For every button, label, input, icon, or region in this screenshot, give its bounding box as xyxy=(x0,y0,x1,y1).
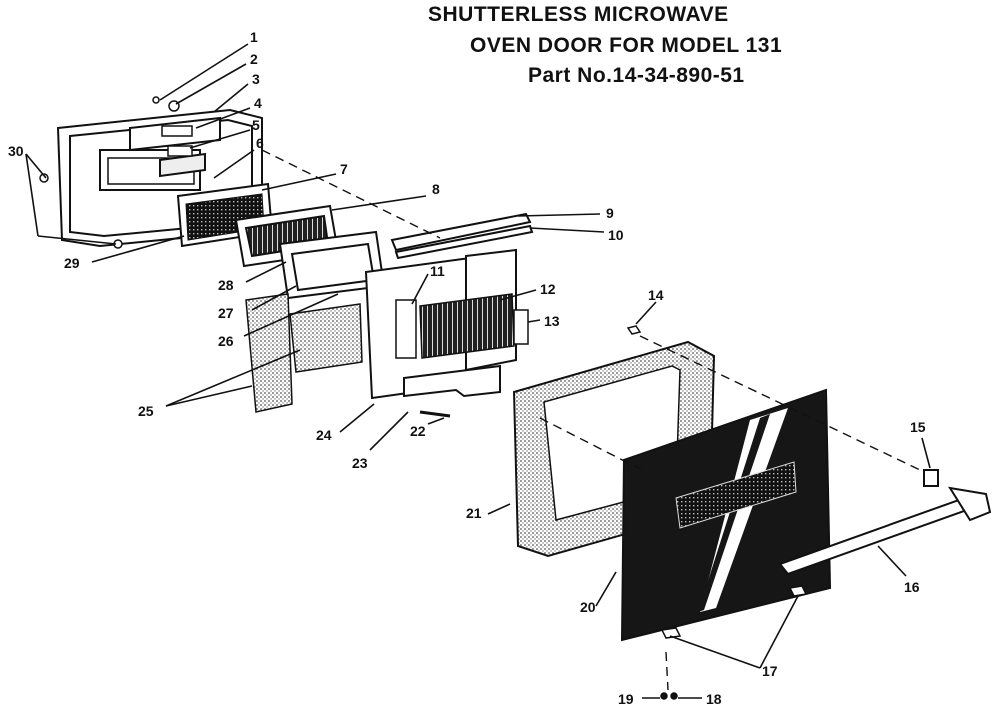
callout-29: 29 xyxy=(64,255,80,271)
callout-10: 10 xyxy=(608,227,624,243)
callout-30: 30 xyxy=(8,143,24,159)
callout-18: 18 xyxy=(706,691,722,707)
callout-3: 3 xyxy=(252,71,260,87)
leader-lines xyxy=(25,43,931,699)
callout-26: 26 xyxy=(218,333,234,349)
callout-25: 25 xyxy=(138,403,154,419)
callout-16: 16 xyxy=(904,579,920,595)
callout-19: 19 xyxy=(618,691,634,707)
callout-12: 12 xyxy=(540,281,556,297)
callout-15: 15 xyxy=(910,419,926,435)
callout-labels: 1 2 3 4 5 6 7 8 9 10 11 12 13 14 15 16 1… xyxy=(8,29,926,707)
small-hardware xyxy=(39,173,808,700)
callout-6: 6 xyxy=(256,135,264,151)
callout-8: 8 xyxy=(432,181,440,197)
gasket-frame xyxy=(278,230,386,300)
callout-28: 28 xyxy=(218,277,234,293)
callout-24: 24 xyxy=(316,427,332,443)
callout-21: 21 xyxy=(466,505,482,521)
diagram-title-line-2: OVEN DOOR FOR MODEL 131 xyxy=(470,34,783,57)
door-handle xyxy=(778,469,992,576)
bottom-plate xyxy=(403,364,501,398)
choke-mesh xyxy=(419,293,515,359)
latch-hardware xyxy=(152,96,193,157)
diagram-title-line-3: Part No.14-34-890-51 xyxy=(528,64,745,87)
callout-11: 11 xyxy=(430,263,445,279)
front-glass-panel xyxy=(620,388,832,642)
callout-1: 1 xyxy=(250,29,258,45)
diagram-title-line-1: SHUTTERLESS MICROWAVE xyxy=(428,3,729,26)
callout-4: 4 xyxy=(254,95,262,111)
callout-23: 23 xyxy=(352,455,368,471)
callout-20: 20 xyxy=(580,599,596,615)
callout-22: 22 xyxy=(410,423,426,439)
callout-27: 27 xyxy=(218,305,234,321)
callout-17: 17 xyxy=(762,663,778,679)
callout-2: 2 xyxy=(250,51,258,67)
callout-9: 9 xyxy=(606,205,614,221)
hinge-bracket xyxy=(395,299,529,359)
callout-5: 5 xyxy=(252,117,260,133)
callout-14: 14 xyxy=(648,287,664,303)
callout-13: 13 xyxy=(544,313,560,329)
door-rail xyxy=(390,212,534,260)
callout-7: 7 xyxy=(340,161,348,177)
alignment-lines xyxy=(261,149,921,691)
insulation-pads xyxy=(245,293,363,413)
